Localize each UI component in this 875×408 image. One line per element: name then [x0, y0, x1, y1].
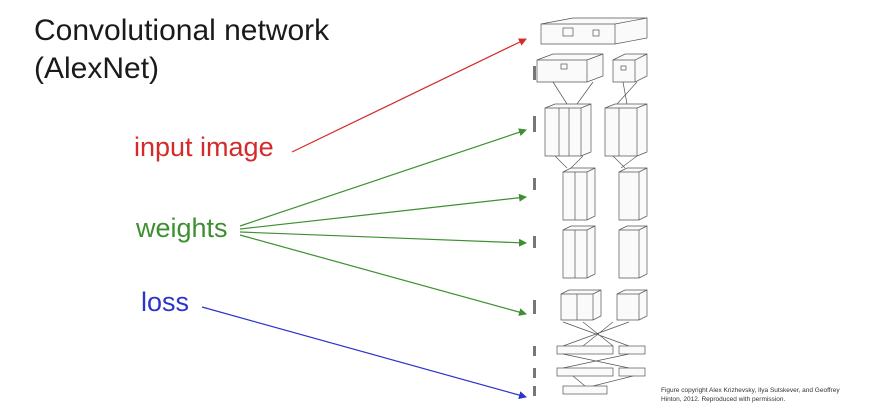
input-image-label: input image: [134, 132, 274, 162]
title-line-1: Convolutional network: [34, 14, 330, 47]
arrow-weights-3: [239, 231, 527, 247]
weights-label: weights: [136, 213, 228, 243]
arrow-weights-2: [239, 193, 527, 230]
title-line-2: (AlexNet): [34, 52, 160, 85]
loss-label: loss: [141, 287, 190, 317]
arrow-weights-1: [239, 128, 527, 227]
arrow-input: [291, 38, 527, 153]
arrow-weights-4: [239, 234, 527, 316]
slide-title: Convolutional network (AlexNet): [34, 12, 329, 88]
figure-caption: Figure copyright Alex Krizhevsky, Ilya S…: [661, 387, 840, 403]
arrow-loss: [201, 306, 527, 399]
alexnet-figure: [533, 17, 648, 396]
